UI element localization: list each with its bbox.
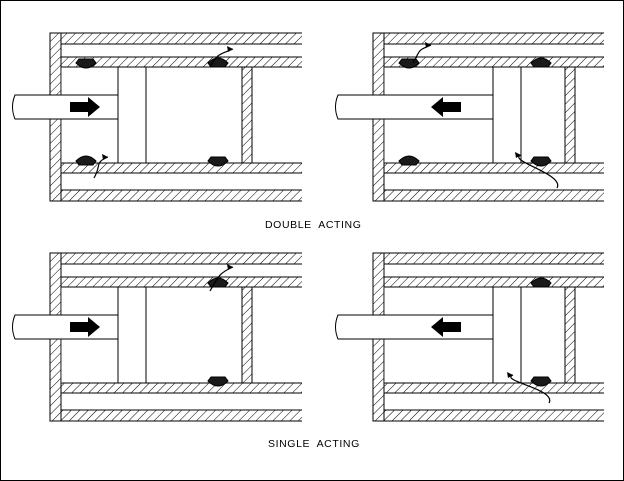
channel-top-wall	[60, 56, 302, 68]
seal-top-left	[75, 58, 97, 69]
flow-arrow-in-head	[515, 152, 521, 158]
flow-arrow-out-head	[227, 264, 233, 270]
cylinder-end-wall	[564, 66, 576, 164]
caption-double-acting: DOUBLE ACTING	[265, 219, 362, 231]
arrow-right-icon	[70, 97, 100, 117]
piston	[492, 66, 522, 164]
housing-bottom	[372, 409, 604, 422]
arrow-right-icon	[70, 317, 100, 337]
seal-bottom-left	[75, 155, 97, 166]
channel-bottom-wall	[60, 162, 302, 174]
arrow-left-icon	[431, 317, 461, 337]
flow-arrow-in	[510, 374, 551, 404]
housing-top	[372, 32, 604, 45]
seal-bottom-right	[530, 376, 552, 387]
channel-bottom-wall	[60, 382, 302, 394]
panel-double-acting-extend	[12, 32, 302, 202]
piston-rod	[12, 314, 119, 340]
panel-single-acting-extend	[12, 252, 302, 422]
cylinder-end-wall	[241, 286, 253, 384]
seal-bottom-right	[530, 156, 552, 167]
channel-bottom-wall	[383, 382, 604, 394]
flow-arrow-in-head	[102, 154, 108, 160]
cylinder-end-wall	[564, 286, 576, 384]
arrow-left-icon	[431, 97, 461, 117]
piston	[117, 286, 147, 384]
seal-top-right	[530, 57, 552, 68]
seal-top-right	[207, 57, 229, 68]
seal-top-right	[530, 277, 552, 288]
channel-bottom-wall	[383, 162, 604, 174]
piston-rod	[335, 314, 494, 340]
cylinder-end-wall	[241, 66, 253, 164]
piston-rod	[12, 94, 119, 120]
channel-top-wall	[383, 276, 604, 288]
housing-top	[372, 252, 604, 265]
channel-top-wall	[383, 56, 604, 68]
flow-arrow-in	[518, 154, 559, 189]
flow-arrow-out-head	[425, 42, 431, 48]
piston-rod	[335, 94, 494, 120]
seal-bottom-right	[207, 376, 229, 387]
housing-bottom	[372, 189, 604, 202]
panel-single-acting-retract	[335, 252, 604, 422]
panels-group	[12, 32, 604, 422]
flow-arrow-in-head	[507, 372, 513, 378]
seal-bottom-right	[207, 156, 229, 167]
channel-top-wall	[60, 276, 302, 288]
caption-single-acting: SINGLE ACTING	[268, 438, 360, 450]
piston	[492, 286, 522, 384]
piston	[117, 66, 147, 164]
panel-double-acting-retract	[335, 32, 604, 202]
flow-arrow-out-head	[227, 46, 233, 52]
seal-bottom-left	[398, 155, 420, 166]
